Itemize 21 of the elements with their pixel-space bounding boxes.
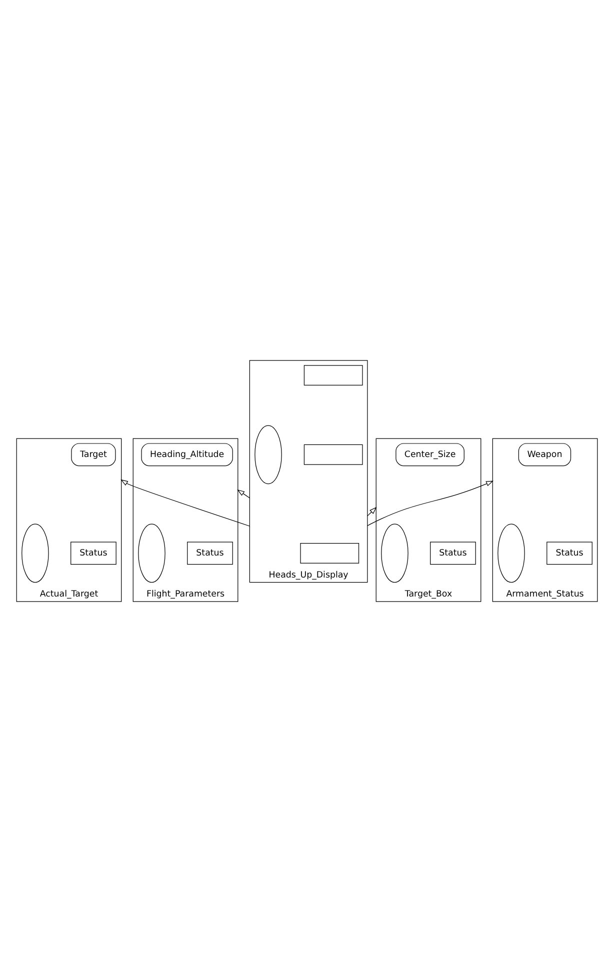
node-box: Status xyxy=(187,541,233,564)
arrow xyxy=(237,488,250,498)
node-box xyxy=(304,444,363,464)
arrow xyxy=(367,506,377,516)
cluster: Heads_Up_Display xyxy=(249,360,368,582)
node-ellipse xyxy=(498,523,525,582)
node-box: Center_Size xyxy=(396,442,464,466)
node-ellipse xyxy=(22,523,49,582)
node-box: Status xyxy=(430,541,476,564)
node-ellipse xyxy=(254,424,282,484)
node-box xyxy=(304,364,363,386)
node-box: Weapon xyxy=(518,442,572,466)
node-box: Target xyxy=(71,442,116,466)
node-box: Status xyxy=(70,541,116,564)
arrow xyxy=(367,480,494,526)
node-ellipse xyxy=(381,523,408,582)
node-box: Heading_Altitude xyxy=(141,442,233,466)
node-box xyxy=(300,542,360,563)
node-box: Status xyxy=(546,541,592,564)
arrow xyxy=(120,478,250,526)
node-ellipse xyxy=(138,523,166,582)
